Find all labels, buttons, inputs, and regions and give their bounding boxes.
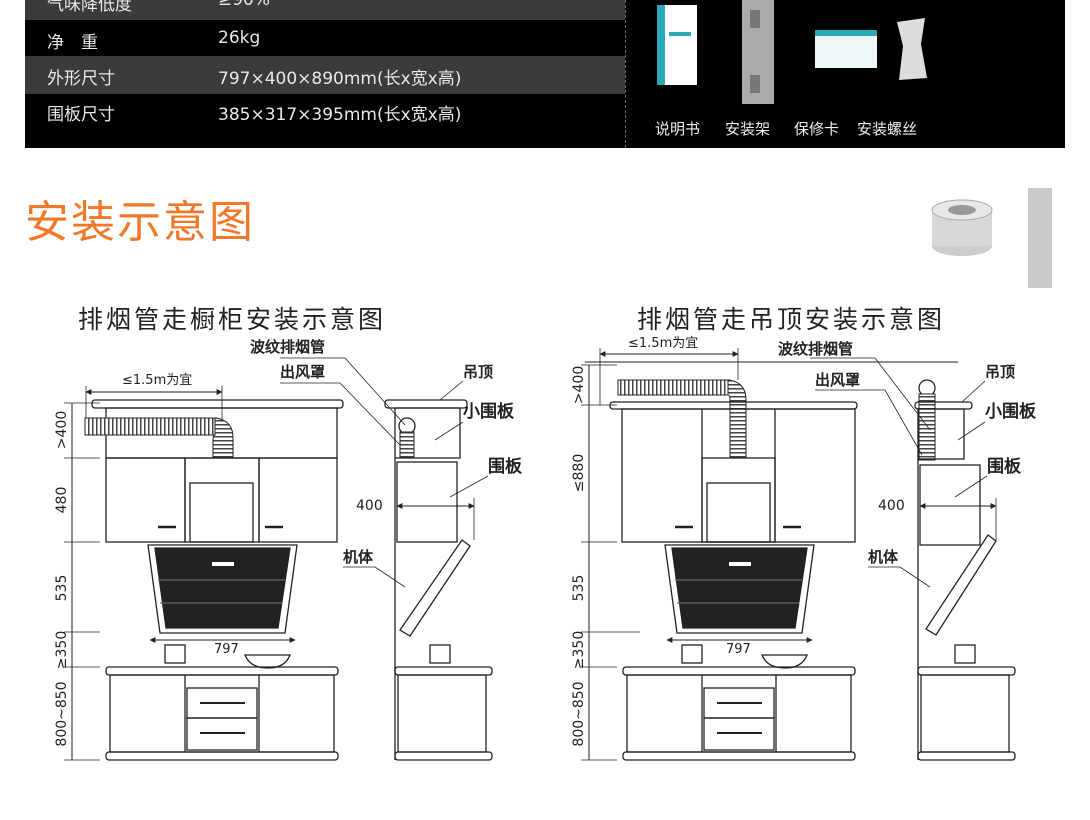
dim-label: 800~850 bbox=[571, 681, 587, 746]
spec-label: 气味降低度 bbox=[47, 0, 132, 15]
panel-image bbox=[1028, 188, 1052, 288]
label-body: 机体 bbox=[868, 548, 899, 566]
spec-panel: 气味降低度 ≥90% 净 重 26kg 外形尺寸 797×400×890mm(长x宽x… bbox=[25, 0, 1065, 148]
diagram-title: 排烟管走吊顶安装示意图 bbox=[637, 305, 945, 334]
ceiling-install-diagram: 排烟管走吊顶安装示意图 ≤1.5m为宜 797 >400 ≤880 535 ≥3… bbox=[571, 305, 1037, 761]
spec-value: 797×400×890mm(长x宽x高) bbox=[218, 69, 462, 89]
label-pipe: 波纹排烟管 bbox=[250, 338, 325, 356]
label-ceiling: 吊顶 bbox=[463, 363, 493, 381]
spec-value: ≥90% bbox=[218, 0, 271, 10]
dim-label: ≥350 bbox=[54, 631, 70, 669]
spec-value: 385×317×395mm(长x宽x高) bbox=[218, 105, 462, 125]
dim-label: 800~850 bbox=[54, 681, 70, 746]
dim-label: 480 bbox=[54, 487, 70, 514]
label-pipe: 波纹排烟管 bbox=[778, 340, 853, 358]
warranty-card-image bbox=[815, 30, 877, 68]
spec-row: 外形尺寸 797×400×890mm(长x宽x高) bbox=[25, 56, 625, 94]
dim-label: 535 bbox=[54, 575, 70, 602]
dim-label: >400 bbox=[54, 411, 70, 449]
exhaust-pipe bbox=[84, 417, 218, 436]
label-depth: 400 bbox=[878, 498, 905, 514]
screws-image bbox=[897, 18, 927, 80]
label-small-panel: 小围板 bbox=[463, 401, 515, 422]
installation-diagrams: 排烟管走橱柜安装示意图 ≤1.5m为宜 797 >400 480 bbox=[54, 305, 1037, 761]
divider bbox=[625, 0, 626, 148]
label-ceiling: 吊顶 bbox=[985, 363, 1015, 381]
label-panel: 围板 bbox=[488, 456, 523, 477]
pipe-length-label: ≤1.5m为宜 bbox=[122, 373, 192, 388]
spec-label: 围板尺寸 bbox=[47, 105, 115, 125]
duct-roll-image bbox=[931, 199, 993, 256]
spec-label: 净 重 bbox=[47, 33, 98, 53]
cabinet-install-diagram: 排烟管走橱柜安装示意图 ≤1.5m为宜 797 >400 480 bbox=[54, 305, 523, 761]
hood-width-label: 797 bbox=[214, 642, 239, 657]
section-title: 安装示意图 bbox=[25, 197, 255, 248]
dim-label: >400 bbox=[571, 366, 587, 404]
product-parts bbox=[931, 188, 1052, 288]
hood-width-label: 797 bbox=[726, 642, 751, 657]
diagram-title: 排烟管走橱柜安装示意图 bbox=[78, 305, 386, 334]
label-depth: 400 bbox=[356, 498, 383, 514]
spec-label: 外形尺寸 bbox=[47, 69, 115, 89]
accessory-label: 安装架 bbox=[725, 120, 771, 138]
dim-label: ≤880 bbox=[571, 454, 587, 492]
label-small-panel: 小围板 bbox=[985, 401, 1037, 422]
dim-label: 535 bbox=[571, 575, 587, 602]
pipe-length-label: ≤1.5m为宜 bbox=[628, 336, 698, 351]
label-body: 机体 bbox=[343, 548, 374, 566]
spec-value: 26kg bbox=[218, 28, 261, 48]
label-outlet: 出风罩 bbox=[815, 371, 860, 389]
manual-image bbox=[657, 5, 697, 85]
accessory-label: 说明书 bbox=[655, 120, 701, 138]
accessory-label: 安装螺丝 bbox=[857, 120, 918, 138]
range-hood bbox=[147, 544, 298, 634]
spec-row: 净 重 26kg bbox=[25, 20, 625, 58]
accessory-images bbox=[657, 0, 927, 104]
spec-row: 气味降低度 ≥90% bbox=[25, 0, 625, 20]
dim-label: ≥350 bbox=[571, 631, 587, 669]
bracket-image bbox=[742, 0, 774, 104]
spec-row: 围板尺寸 385×317×395mm(长x宽x高) bbox=[25, 92, 625, 130]
spec-table: 气味降低度 ≥90% 净 重 26kg 外形尺寸 797×400×890mm(长x宽x… bbox=[25, 0, 625, 148]
label-outlet: 出风罩 bbox=[280, 363, 325, 381]
accessory-label: 保修卡 bbox=[794, 120, 840, 138]
label-panel: 围板 bbox=[987, 456, 1022, 477]
